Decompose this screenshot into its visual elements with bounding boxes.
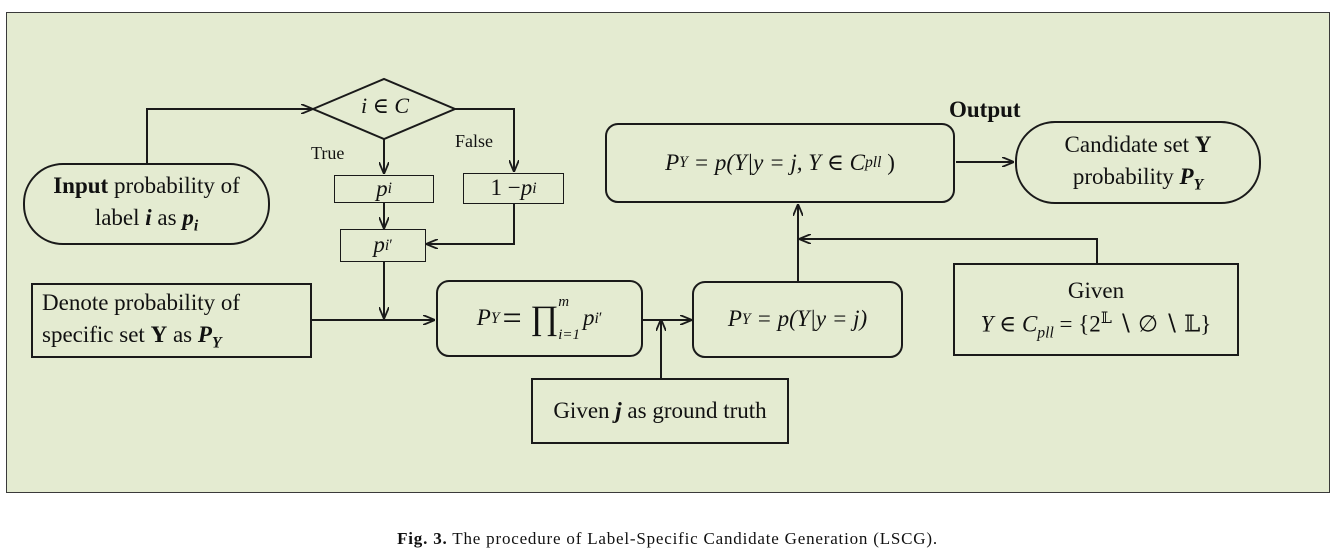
product-rhs-sub: i	[594, 309, 599, 327]
denote-var-sub: Y	[211, 334, 222, 352]
true-label: True	[311, 143, 345, 163]
output-formula-lhs: P	[665, 149, 680, 175]
input-bold: Input	[53, 173, 109, 199]
denote-line1: Denote probability of	[42, 289, 241, 315]
ground-truth-post: as ground truth	[621, 397, 767, 423]
output-node: Candidate set Y probability PY	[1015, 121, 1261, 204]
false-label: False	[455, 131, 493, 151]
input-line2-mid: as	[151, 205, 183, 231]
denote-line2-mid: as	[167, 321, 198, 347]
arrow-given-to-flow	[800, 239, 1098, 263]
given-line2-end: ∖ ∅ ∖ 𝕃}	[1111, 311, 1212, 337]
arrow-false	[455, 108, 514, 171]
denote-var-p: P	[197, 321, 212, 347]
pi-prime-base: p	[373, 232, 385, 258]
product-rhs: p	[582, 305, 595, 331]
conditional-rhs: = p(Y|y = j)	[750, 306, 868, 332]
output-line2-pre: probability	[1072, 163, 1180, 189]
caption-fig: Fig. 3.	[397, 529, 448, 548]
conditional-lhs: P	[727, 306, 742, 332]
output-var-sub: Y	[1193, 176, 1204, 194]
given-line2-sub: pll	[1037, 323, 1054, 341]
arrow-input-to-decision	[146, 109, 312, 163]
caption-text: The procedure of Label-Specific Candidat…	[447, 529, 938, 548]
pi-prime-sub: i	[384, 236, 390, 254]
pi-prime-sup: ′	[389, 236, 393, 254]
pi-base: p	[376, 175, 388, 201]
product-lhs-sub: Y	[490, 309, 500, 327]
given-set-node: Given Y ∈ Cpll = {2𝕃 ∖ ∅ ∖ 𝕃}	[953, 263, 1239, 356]
denote-line2-pre: specific set	[42, 321, 151, 347]
diagram-panel	[6, 12, 1330, 493]
product-rhs-sup: ′	[598, 309, 603, 327]
given-line2-sup: 𝕃	[1100, 309, 1112, 327]
one-minus-base: p	[520, 175, 533, 201]
product-sup: m	[558, 293, 570, 310]
arrow-oneminus-to-prime	[427, 204, 515, 244]
output-line1-pre: Candidate set	[1064, 131, 1195, 157]
output-formula-end: )	[881, 149, 895, 175]
given-line2-rest: = {2	[1053, 311, 1101, 337]
ground-truth-var: j	[615, 397, 622, 423]
output-line1-bold: Y	[1194, 131, 1212, 157]
given-line2: Y ∈ C	[980, 311, 1038, 337]
input-line2-pre: label	[94, 205, 146, 231]
given-line1: Given	[1067, 278, 1125, 304]
output-formula-rhs: = p(Y|y = j, Y ∈ C	[687, 149, 865, 175]
one-minus-sub: i	[532, 179, 537, 197]
product-sub: i=1	[558, 326, 580, 343]
figure-caption: Fig. 3. The procedure of Label-Specific …	[0, 529, 1335, 549]
output-formula-rhs-sub: pll	[864, 154, 882, 172]
decision-label: i ∈ C	[360, 93, 410, 118]
input-var-p-sub: i	[193, 217, 199, 235]
product-eq: = ∏	[502, 299, 559, 337]
output-formula-lhs-sub: Y	[679, 154, 688, 172]
product-lhs: P	[476, 305, 491, 331]
pi-sub: i	[387, 180, 392, 198]
output-label: Output	[949, 97, 1021, 122]
input-line1: probability of	[108, 173, 240, 199]
ground-truth-node: Given j as ground truth	[531, 378, 789, 444]
denote-node: Denote probability of specific set Y as …	[31, 283, 312, 358]
input-var-p: p	[182, 205, 194, 231]
output-var-p: P	[1179, 163, 1194, 189]
one-minus-prefix: 1 −	[490, 175, 521, 201]
ground-truth-pre: Given	[553, 397, 616, 423]
conditional-lhs-sub: Y	[741, 310, 751, 328]
input-var-i: i	[145, 205, 152, 231]
input-node: Input probability of label i as pi	[23, 163, 270, 245]
denote-bold-y: Y	[150, 321, 168, 347]
